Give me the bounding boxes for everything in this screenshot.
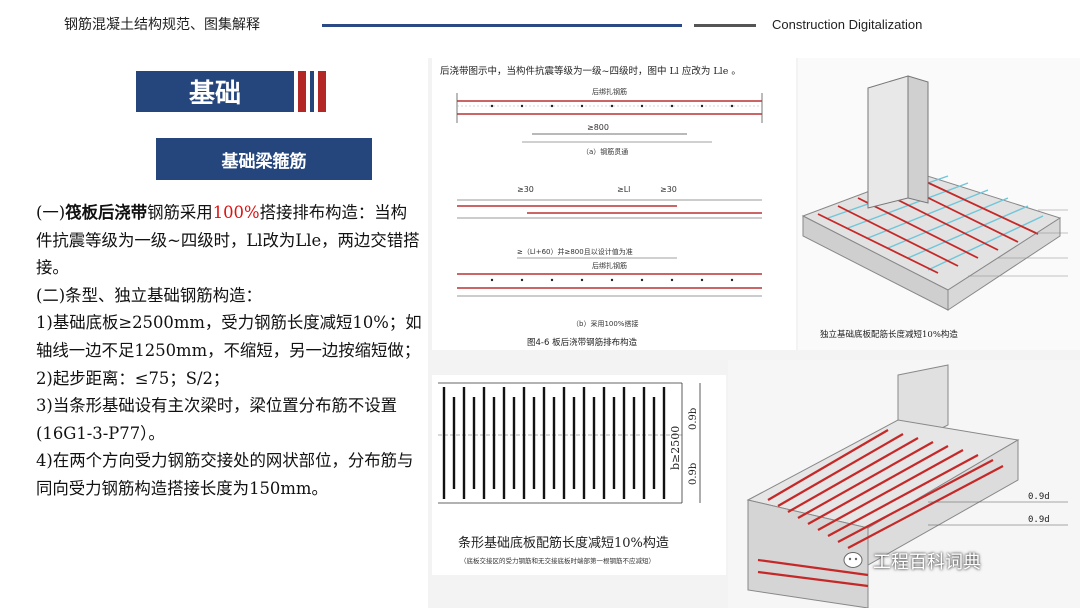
svg-text:条形基础底板配筋长度减短10%构造: 条形基础底板配筋长度减短10%构造 <box>458 535 669 551</box>
header-divider-gray <box>694 24 756 27</box>
paragraph-6: 4)在两个方向受力钢筋交接处的网状部位，分布筋与同向受力钢筋构造搭接长度为150… <box>36 451 414 498</box>
svg-text:≥30: ≥30 <box>517 185 534 194</box>
header-divider-blue <box>322 24 682 27</box>
header-subtitle: Construction Digitalization <box>772 17 923 32</box>
accent-bar-red <box>298 71 306 112</box>
svg-text:≥（Ll+60）并≥800且以设计值为准: ≥（Ll+60）并≥800且以设计值为准 <box>517 247 633 256</box>
svg-text:≥800: ≥800 <box>587 123 609 132</box>
svg-text:图4-6 板后浇带钢筋排布构造: 图4-6 板后浇带钢筋排布构造 <box>527 337 638 348</box>
post-pour-strip-diagram: 后浇带图示中，当构件抗震等级为一级~四级时，图中 Ll 应改为 Lle 。 后绑… <box>432 58 796 350</box>
paragraph-5: 3)当条形基础设有主次梁时，梁位置分布筋不设置(16G1-3-P77）。 <box>36 396 398 443</box>
svg-text:b≥2500: b≥2500 <box>669 426 682 470</box>
paragraph-1: (一)筏板后浇带钢筋采用100%搭接排布构造：当构件抗震等级为一级~四级时，Ll… <box>36 203 420 278</box>
watermark-text: 工程百科词典 <box>873 552 981 573</box>
svg-text:（底板交接区的受力钢筋和无交接底板时端部第一根钢筋不应减短）: （底板交接区的受力钢筋和无交接底板时端部第一根钢筋不应减短） <box>460 556 655 565</box>
isolated-footing-diagram: 独立基础底板配筋长度减短10%构造 <box>798 58 1080 350</box>
body-text: (一)筏板后浇带钢筋采用100%搭接排布构造：当构件抗震等级为一级~四级时，Ll… <box>36 199 422 503</box>
watermark: 工程百科词典 <box>843 548 981 574</box>
svg-text:≥Ll: ≥Ll <box>617 185 630 194</box>
section-title: 基础 <box>136 71 294 112</box>
svg-text:0.9d: 0.9d <box>1028 492 1050 502</box>
strip-footing-3d-diagram: 0.9d 0.9d <box>728 360 1080 608</box>
svg-text:0.9b: 0.9b <box>688 463 699 485</box>
svg-text:0.9d: 0.9d <box>1028 515 1050 525</box>
paragraph-4: 2)起步距离：≤75；S/2； <box>36 368 230 388</box>
subtitle: 基础梁箍筋 <box>156 138 372 180</box>
svg-text:后浇带图示中，当构件抗震等级为一级~四级时，图中 Ll 应改: 后浇带图示中，当构件抗震等级为一级~四级时，图中 Ll 应改为 Lle 。 <box>440 65 741 77</box>
svg-text:独立基础底板配筋长度减短10%构造: 独立基础底板配筋长度减短10%构造 <box>820 329 958 340</box>
paragraph-3: 1)基础底板≥2500mm，受力钢筋长度减短10%；如轴线一边不足1250mm，… <box>36 313 422 360</box>
svg-text:后绑扎钢筋: 后绑扎钢筋 <box>592 87 627 96</box>
strip-footing-plan-diagram: b≥2500 0.9b 0.9b 条形基础底板配筋长度减短10%构造 （底板交接… <box>432 375 726 575</box>
svg-text:后绑扎钢筋: 后绑扎钢筋 <box>592 261 627 270</box>
accent-bar-red <box>318 71 326 112</box>
accent-bar-blue <box>310 71 314 112</box>
header-title: 钢筋混凝土结构规范、图集解释 <box>64 17 260 33</box>
svg-text:（b）采用100%搭接: （b）采用100%搭接 <box>572 319 638 328</box>
paragraph-2: (二)条型、独立基础钢筋构造： <box>36 285 262 305</box>
svg-text:（a）钢筋贯通: （a）钢筋贯通 <box>582 147 628 156</box>
svg-text:≥30: ≥30 <box>660 185 677 194</box>
svg-text:0.9b: 0.9b <box>688 408 699 430</box>
wechat-icon <box>843 552 863 568</box>
